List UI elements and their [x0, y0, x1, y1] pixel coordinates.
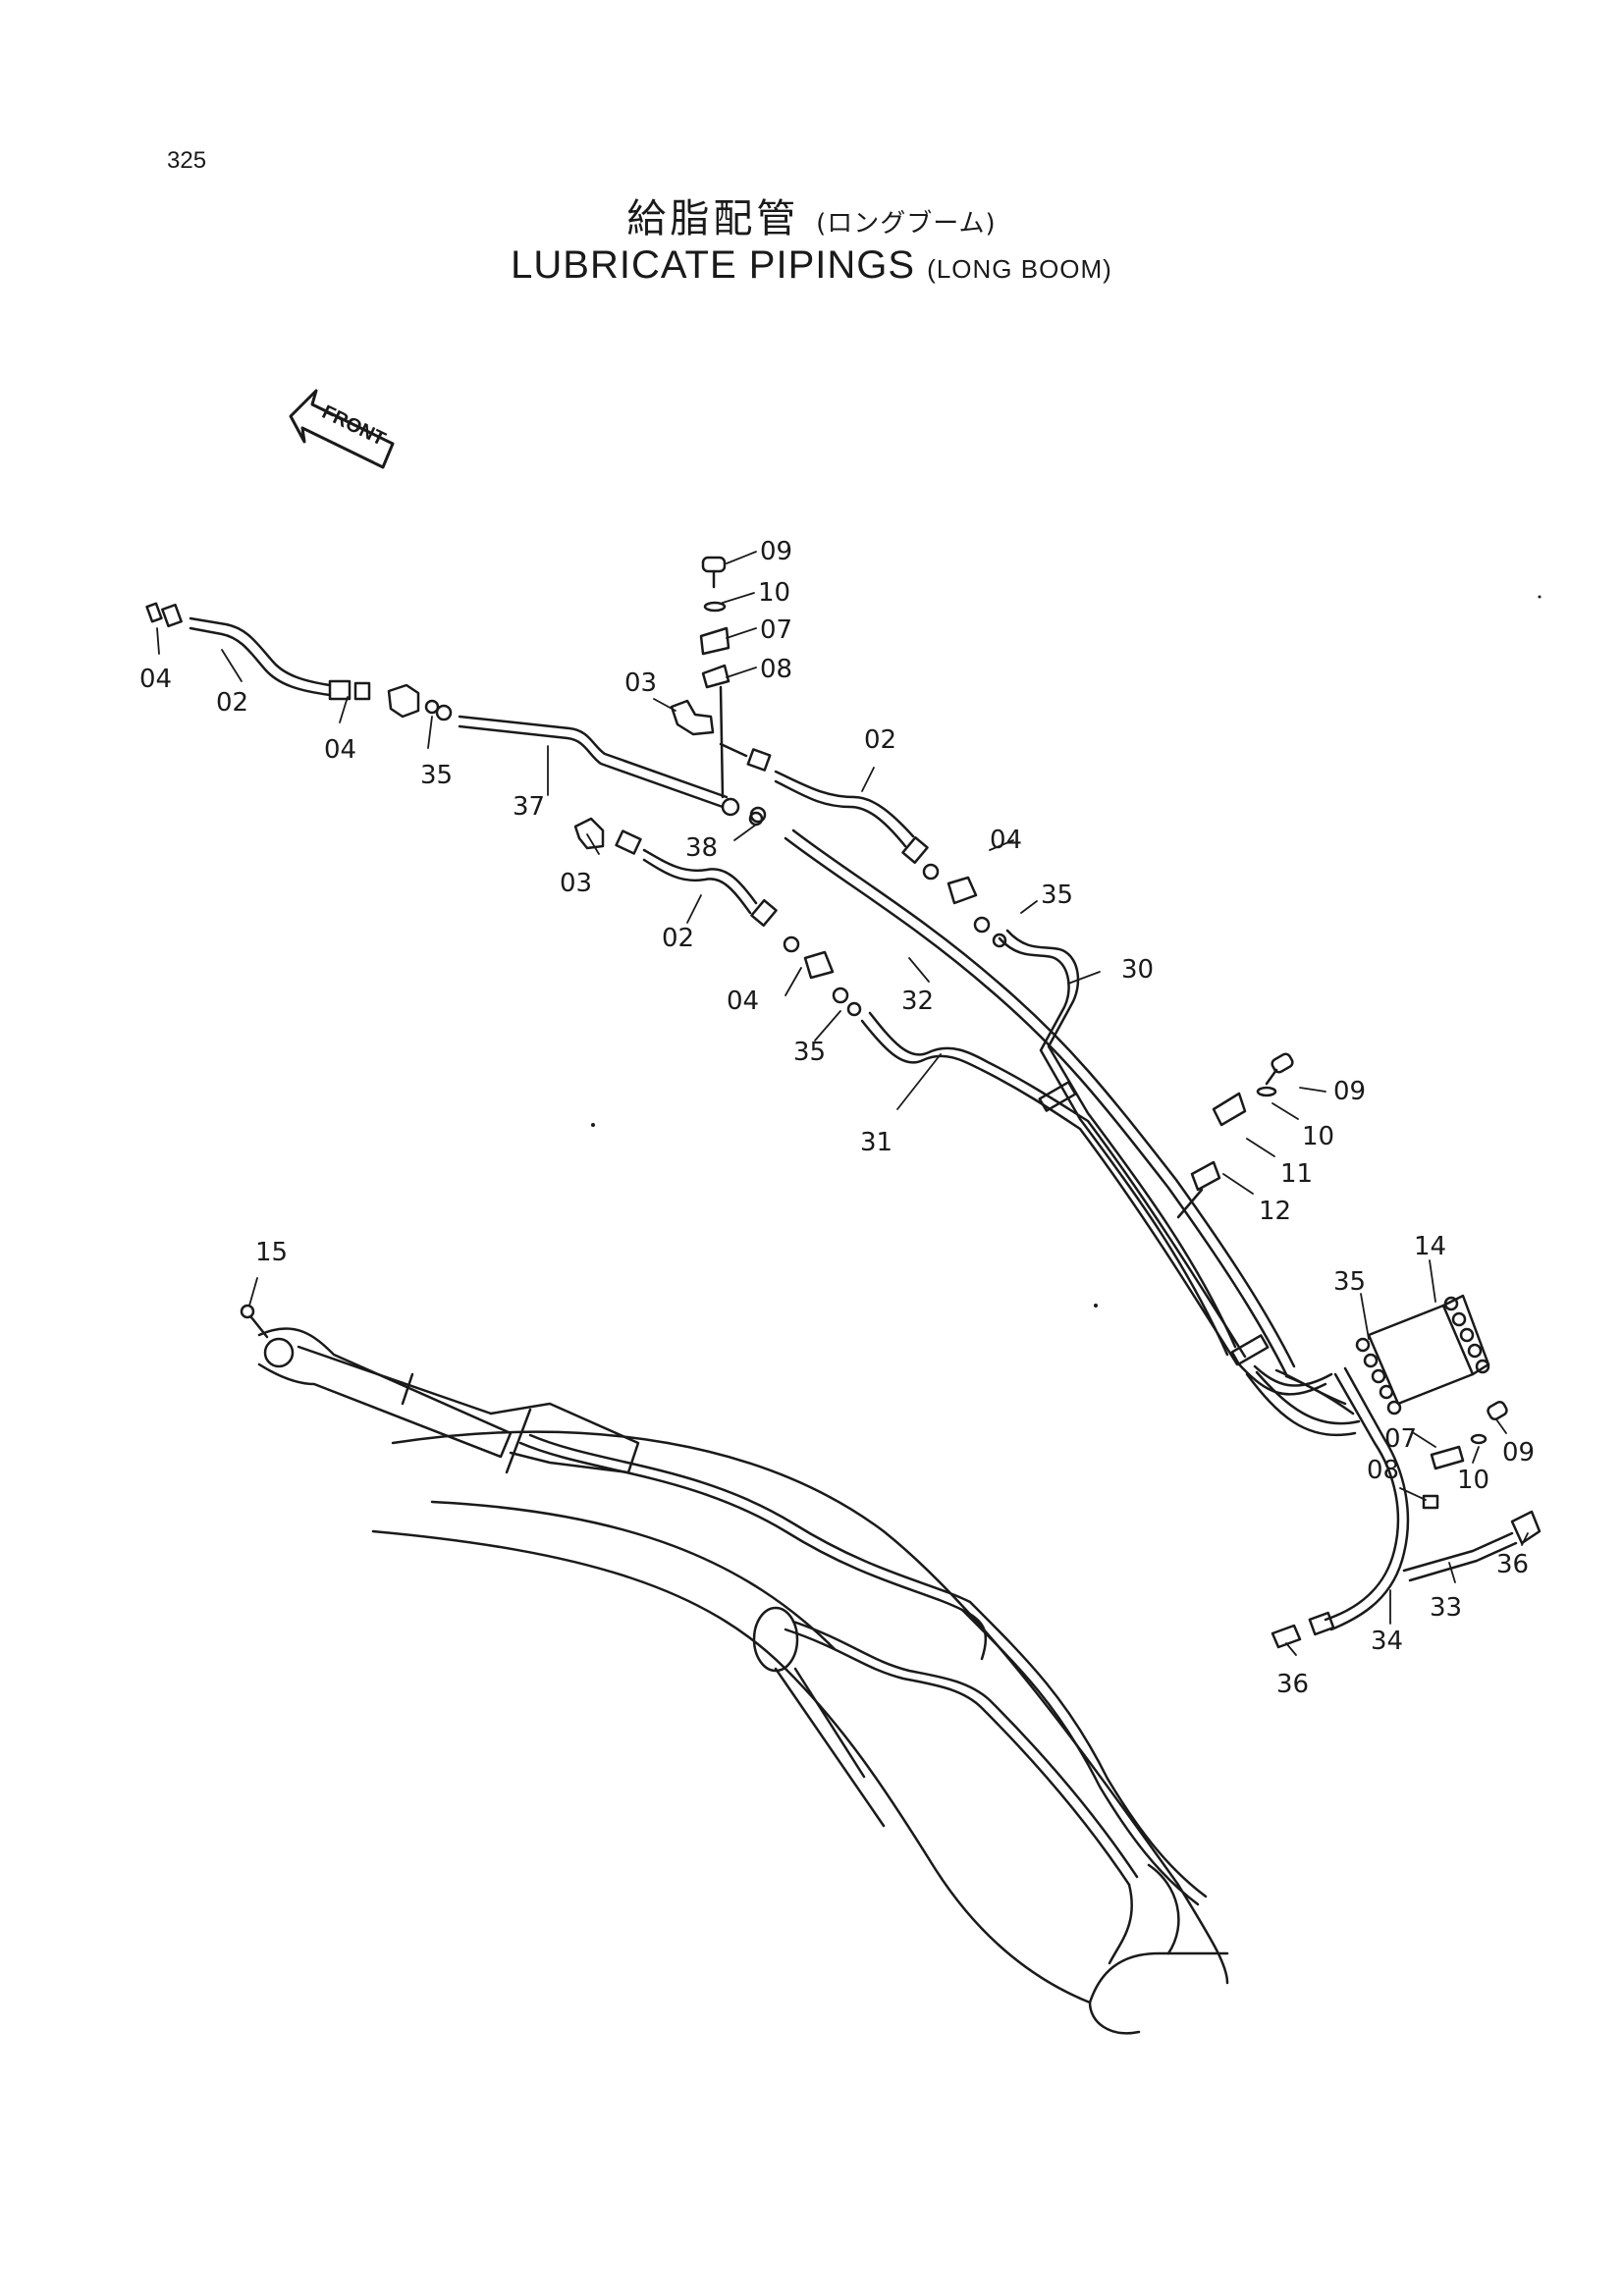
callout-35: 35 [1333, 1267, 1366, 1297]
callout-08: 08 [760, 655, 792, 684]
pipes-33-34 [1271, 1366, 1542, 1649]
callout-36: 36 [1496, 1550, 1529, 1579]
title-english: LUBRICATE PIPINGS (LONG BOOM) [0, 243, 1623, 288]
callout-31: 31 [860, 1128, 893, 1157]
callout-09: 09 [760, 537, 792, 566]
callout-04: 04 [990, 826, 1022, 855]
front-label: FRONT [318, 401, 389, 451]
callout-labels: 04 02 04 35 37 03 09 10 07 08 02 04 35 3… [139, 537, 1535, 1699]
grease-fitting-15 [240, 1304, 269, 1339]
callout-04: 04 [727, 987, 759, 1016]
callout-10: 10 [758, 578, 790, 608]
lower-hose-assembly [573, 811, 862, 1017]
stray-dots [591, 595, 1542, 1308]
callout-11: 11 [1280, 1159, 1313, 1189]
callout-02: 02 [864, 725, 896, 755]
callout-04: 04 [324, 735, 356, 765]
clamp-stack-right [1176, 1052, 1294, 1219]
callout-09: 09 [1502, 1438, 1535, 1468]
title-japanese: 給脂配管 (ロングブーム) [0, 187, 1623, 243]
callout-34: 34 [1371, 1627, 1403, 1656]
elbow-fitting-upper [670, 699, 715, 736]
boom-pipes [518, 1433, 1208, 1965]
callout-38: 38 [685, 833, 718, 863]
callout-10: 10 [1302, 1122, 1334, 1151]
callout-07: 07 [1384, 1424, 1417, 1454]
leader-lines [156, 551, 1529, 1656]
title-jp-sub: (ロングブーム) [816, 209, 997, 239]
clamp-stack-upper [699, 556, 730, 799]
callout-36: 36 [1276, 1670, 1309, 1699]
title-en-main: LUBRICATE PIPINGS [511, 243, 916, 287]
title-en-sub: (LONG BOOM) [927, 254, 1112, 284]
callout-09: 09 [1333, 1077, 1366, 1106]
callout-08: 08 [1367, 1456, 1399, 1485]
callout-32: 32 [901, 987, 934, 1016]
front-arrow-icon [289, 389, 395, 469]
callout-03: 03 [624, 668, 657, 698]
callout-10: 10 [1457, 1466, 1489, 1495]
callout-37: 37 [513, 792, 545, 822]
title-jp-main: 給脂配管 [626, 196, 800, 241]
callout-07: 07 [760, 615, 792, 645]
pipe-bundle [784, 828, 1361, 1437]
callout-02: 02 [216, 688, 248, 718]
callout-33: 33 [1430, 1593, 1462, 1623]
callout-04: 04 [139, 665, 172, 694]
boom-structure [257, 1327, 1229, 2035]
hose-center-right [719, 742, 1007, 948]
callout-35: 35 [793, 1038, 826, 1067]
callout-30: 30 [1121, 955, 1154, 985]
callout-35: 35 [420, 761, 453, 790]
callout-12: 12 [1259, 1197, 1291, 1226]
distributor-block [1355, 1294, 1490, 1415]
upper-left-hose-assembly [145, 602, 767, 824]
callout-02: 02 [662, 924, 694, 953]
callout-15: 15 [255, 1238, 288, 1267]
callout-03: 03 [560, 869, 592, 898]
callout-35: 35 [1041, 881, 1073, 910]
callout-14: 14 [1414, 1232, 1446, 1261]
page-number: 325 [167, 147, 207, 174]
